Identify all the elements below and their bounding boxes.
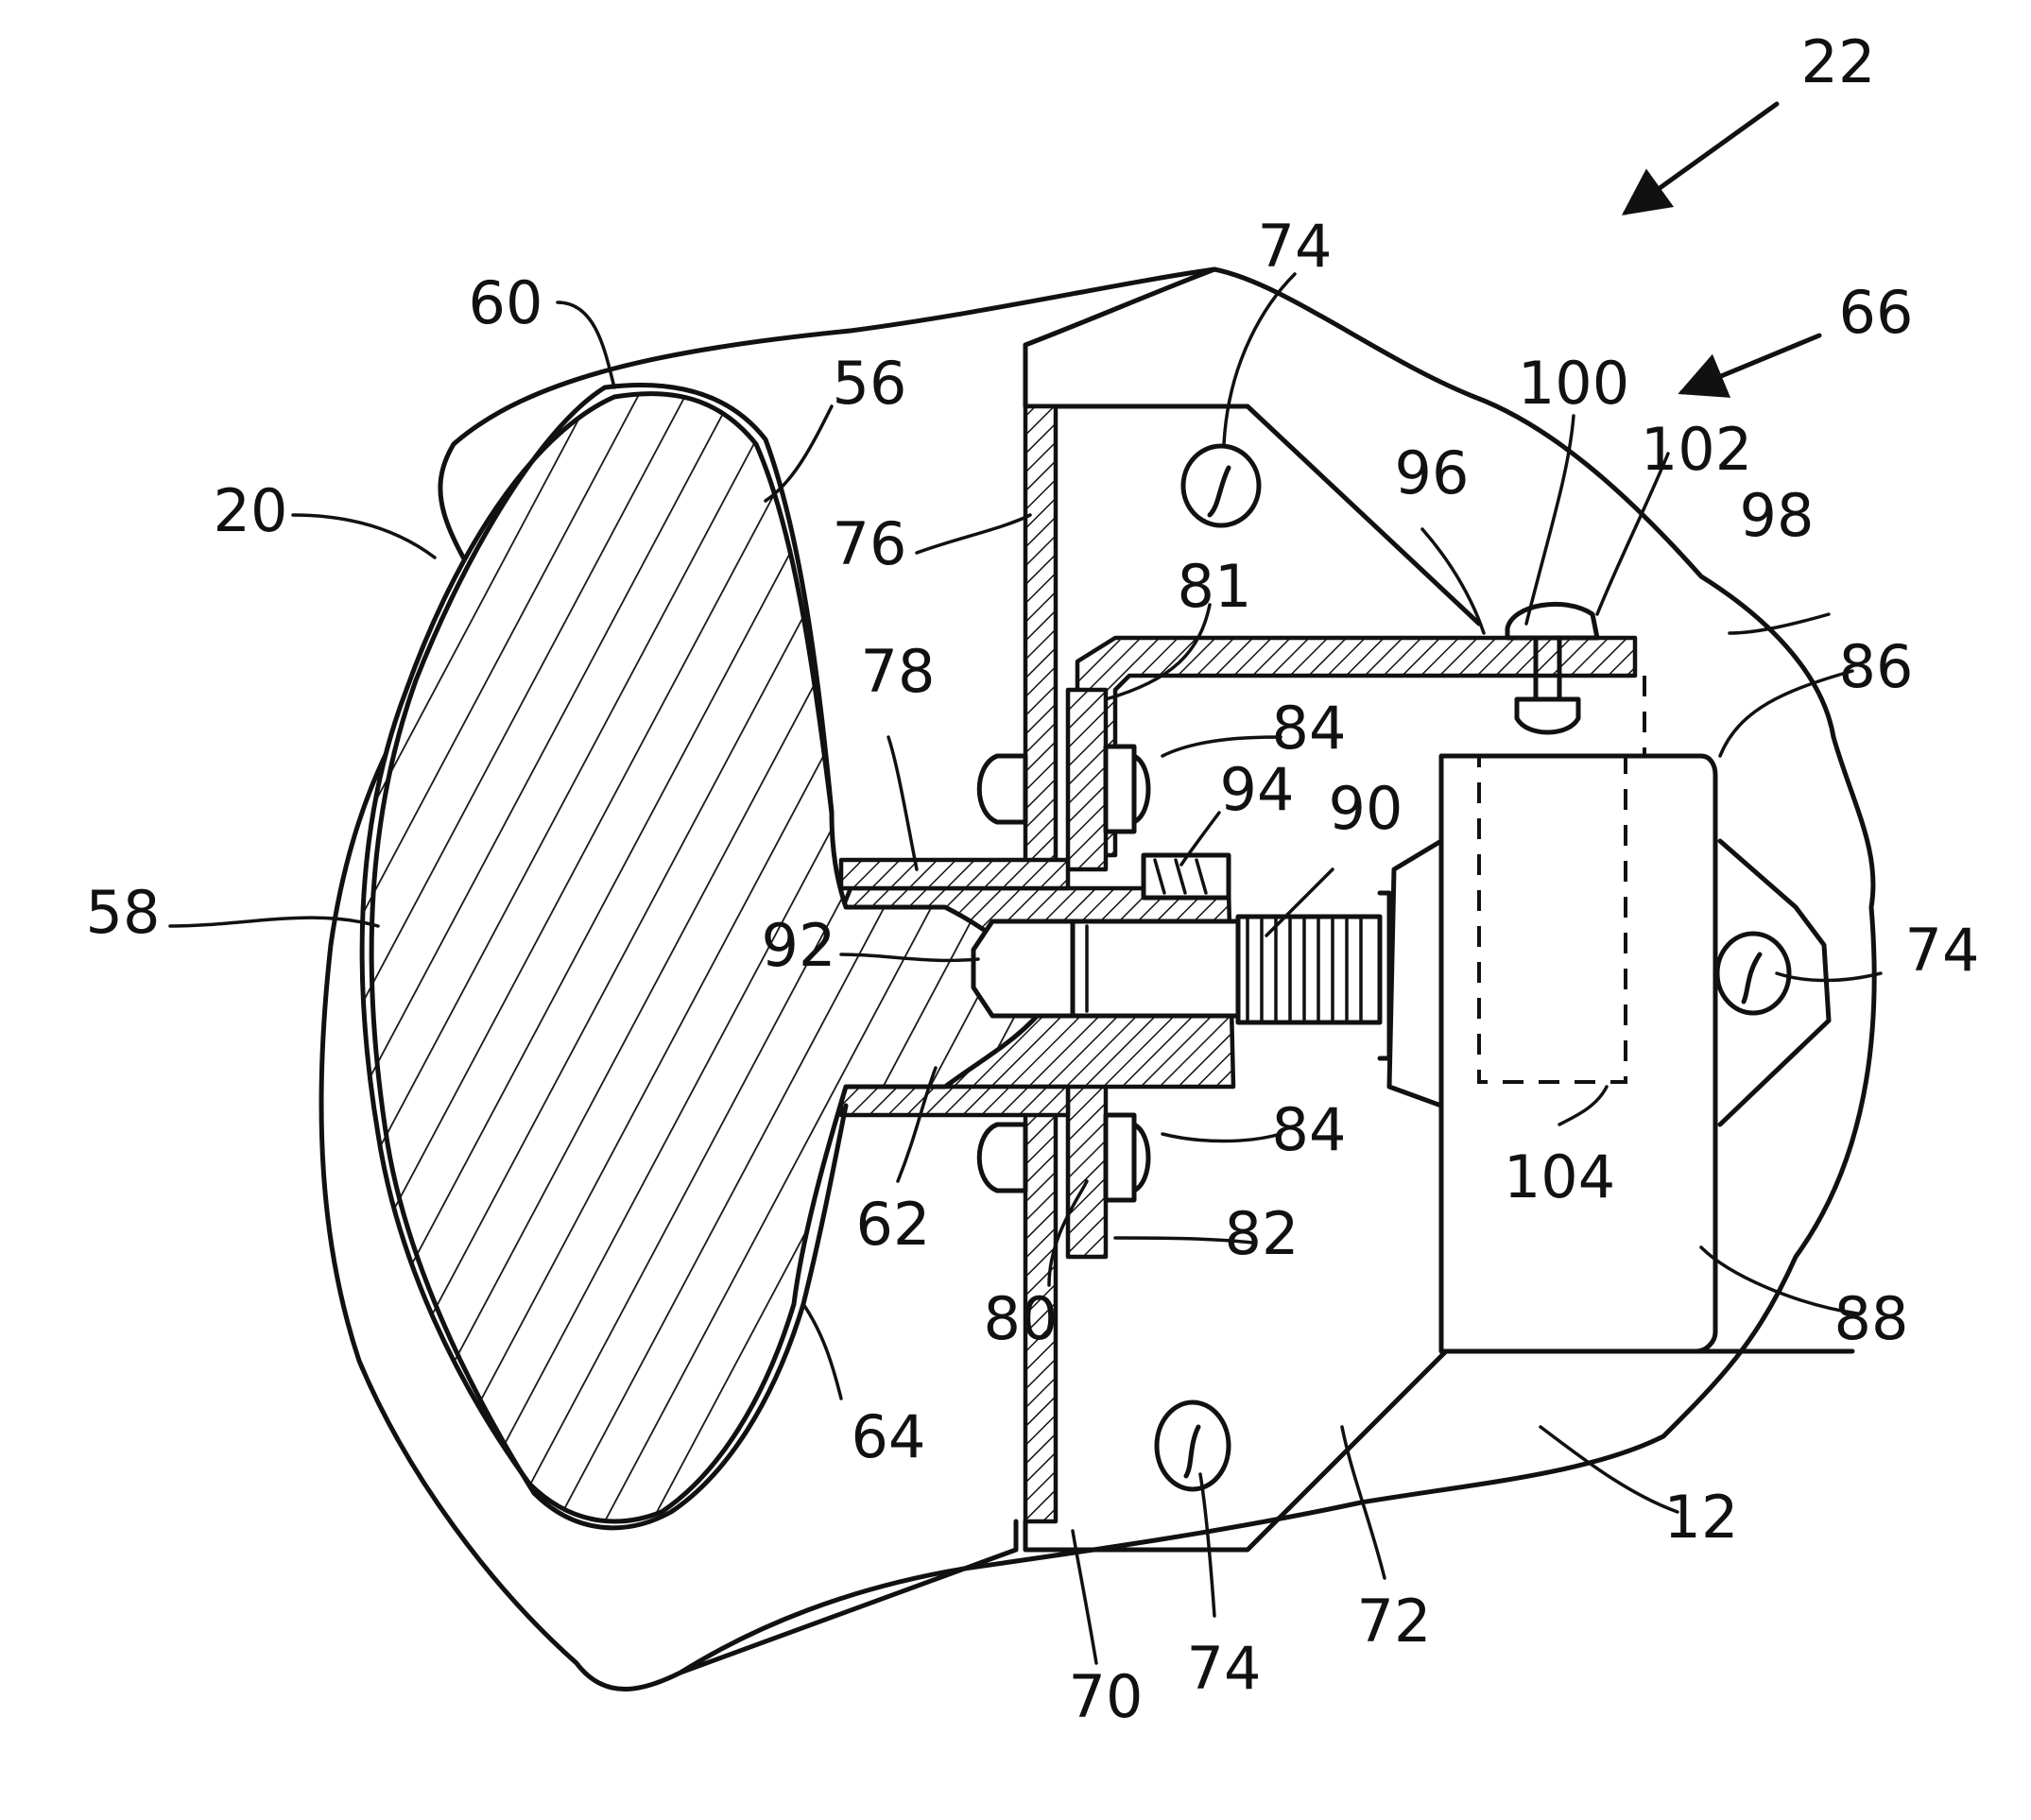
label-70: 70 (1069, 1662, 1144, 1731)
label-80: 80 (984, 1284, 1059, 1353)
label-92: 92 (762, 911, 836, 980)
label-102: 102 (1641, 415, 1752, 484)
label-22: 22 (1801, 27, 1876, 96)
label-58: 58 (86, 878, 161, 947)
label-74-bottom: 74 (1187, 1634, 1262, 1703)
flange-78 (841, 860, 1068, 888)
label-78: 78 (861, 637, 936, 706)
label-56: 56 (833, 349, 907, 418)
label-66: 66 (1839, 278, 1914, 347)
label-96: 96 (1395, 438, 1470, 507)
lock-nut-94 (1144, 855, 1229, 898)
label-84-bottom: 84 (1272, 1095, 1347, 1164)
label-60: 60 (469, 268, 543, 337)
screw-84-bottom (979, 1115, 1148, 1200)
label-100: 100 (1518, 349, 1629, 418)
wall-76 (1025, 406, 1056, 898)
label-88: 88 (1834, 1284, 1909, 1353)
label-62: 62 (856, 1190, 931, 1259)
label-20: 20 (214, 476, 288, 545)
label-76: 76 (833, 509, 907, 578)
label-98: 98 (1740, 481, 1815, 550)
plate-82 (1068, 1068, 1106, 1257)
label-12: 12 (1664, 1483, 1739, 1552)
plate-81 (1068, 690, 1106, 869)
label-74-right: 74 (1905, 916, 1980, 985)
label-104: 104 (1504, 1142, 1615, 1211)
threaded-stem (1238, 917, 1380, 1022)
label-86: 86 (1839, 632, 1914, 701)
label-81: 81 (1178, 552, 1252, 621)
flange-62 (841, 1087, 1068, 1115)
plunger-tip (973, 921, 1077, 1016)
plunger-90 (1073, 921, 1243, 1016)
switch-body (1441, 756, 1715, 1351)
label-90: 90 (1329, 774, 1403, 843)
knob-body (362, 394, 1049, 1521)
label-82: 82 (1225, 1199, 1299, 1268)
screw-84-top (979, 747, 1148, 832)
right-tab (1720, 841, 1829, 1125)
label-94: 94 (1220, 755, 1295, 824)
switch-flange (1389, 841, 1441, 1106)
label-74-top: 74 (1258, 212, 1333, 281)
plate-right-edge (1025, 269, 1214, 345)
label-64: 64 (852, 1402, 926, 1471)
label-72: 72 (1357, 1587, 1432, 1656)
label-84-top: 84 (1272, 694, 1347, 763)
